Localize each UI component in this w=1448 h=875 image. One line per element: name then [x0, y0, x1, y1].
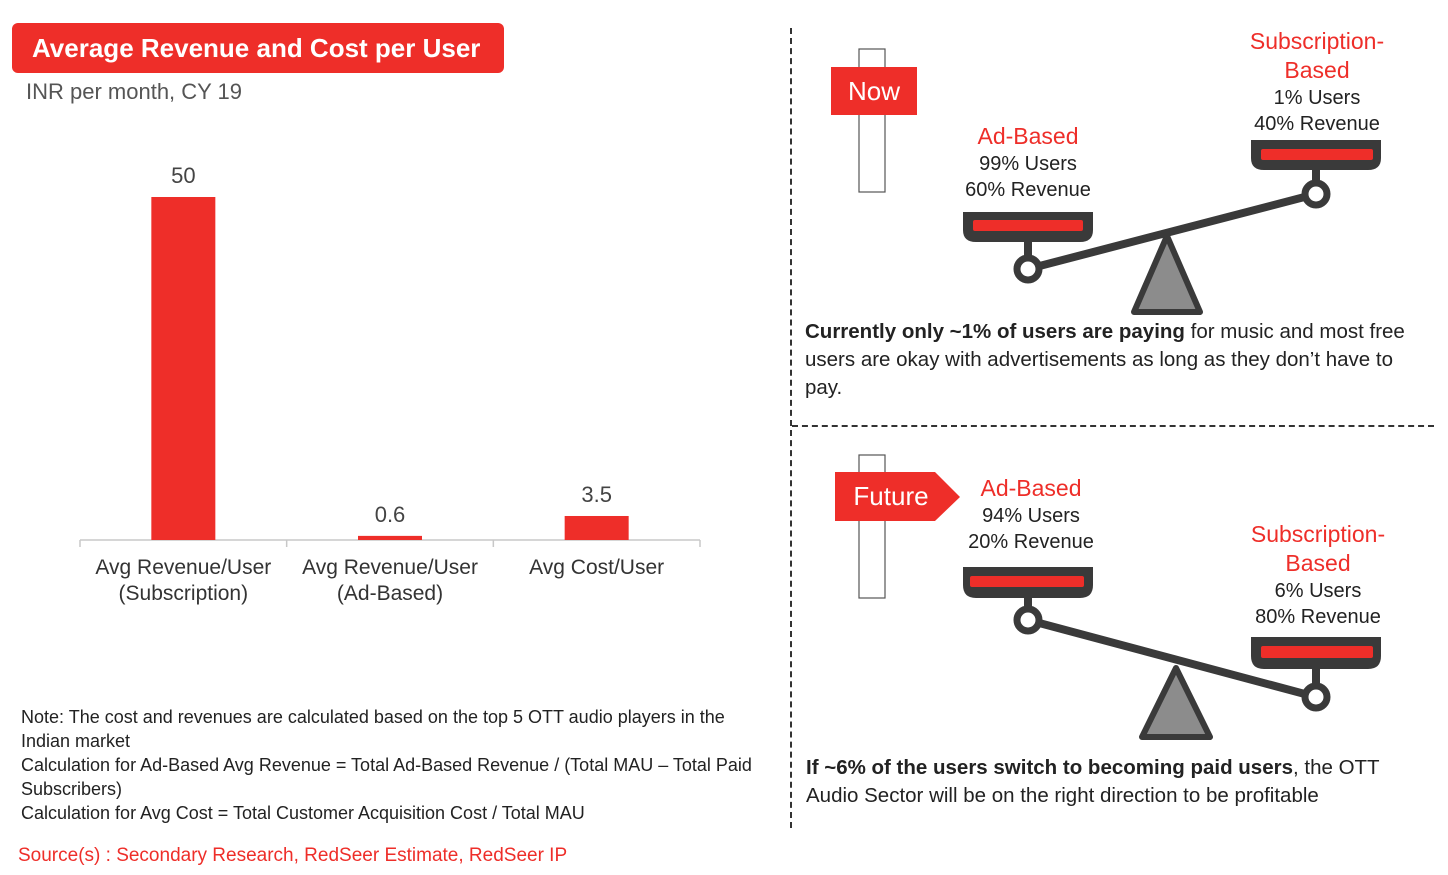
- future-caption-rest: , the OTT Audio Sector will be on the ri…: [806, 756, 1380, 807]
- category-label: Avg Cost/User: [529, 556, 664, 579]
- future-ad-title: Ad-Based: [980, 475, 1082, 501]
- now-ad-title: Ad-Based: [977, 123, 1079, 149]
- now-sub-users: 1% Users: [1273, 87, 1361, 109]
- future-left-pivot: [1013, 605, 1043, 635]
- now-caption-rest: for music and most free users are okay w…: [805, 320, 1405, 399]
- data-label: 0.6: [375, 502, 406, 527]
- future-caption: If ~6% of the users switch to becoming p…: [806, 754, 1426, 810]
- chart-subtitle: INR per month, CY 19: [26, 79, 243, 104]
- bar: [564, 515, 629, 540]
- now-ad-revenue: 60% Revenue: [965, 179, 1091, 201]
- horizontal-divider: [792, 425, 1434, 427]
- future-sub-revenue: 80% Revenue: [1255, 606, 1381, 628]
- now-ad-users: 99% Users: [979, 153, 1077, 175]
- now-ad-based-group: Ad-Based 99% Users 60% Revenue: [928, 122, 1128, 203]
- now-caption-bold: Currently only ~1% of users are paying: [805, 320, 1185, 343]
- future-left-pan-fill: [970, 576, 1084, 587]
- bar: [151, 197, 216, 540]
- future-tag: Future: [853, 481, 929, 511]
- category-label: (Ad-Based): [337, 582, 443, 605]
- future-sub-title-line1: Subscription-: [1250, 521, 1386, 547]
- now-left-pan-fill: [973, 220, 1083, 231]
- future-sub-users: 6% Users: [1274, 580, 1362, 602]
- now-sub-revenue: 40% Revenue: [1254, 113, 1380, 135]
- now-sub-title-line2: Based: [1284, 57, 1350, 83]
- future-sub-title-line2: Based: [1285, 550, 1351, 576]
- note-line-1: Note: The cost and revenues are calculat…: [21, 707, 725, 751]
- now-caption: Currently only ~1% of users are paying f…: [805, 318, 1425, 402]
- category-label: (Subscription): [119, 582, 249, 605]
- category-label: Avg Revenue/User: [95, 556, 271, 579]
- future-subscription-group: Subscription- Based 6% Users 80% Revenue: [1218, 520, 1418, 630]
- now-right-pan-fill: [1261, 149, 1373, 160]
- future-ad-revenue: 20% Revenue: [968, 531, 1094, 553]
- future-ad-based-group: Ad-Based 94% Users 20% Revenue: [931, 474, 1131, 555]
- now-tag: Now: [847, 76, 900, 106]
- future-fulcrum: [1139, 665, 1213, 740]
- future-flag: [835, 472, 960, 521]
- notes-block: Note: The cost and revenues are calculat…: [21, 705, 761, 825]
- bar: [358, 535, 422, 540]
- now-sub-title-line1: Subscription-: [1249, 28, 1385, 54]
- now-beam: [1024, 190, 1320, 273]
- vertical-divider: [790, 28, 792, 828]
- category-label: Avg Revenue/User: [302, 556, 478, 579]
- note-line-2: Calculation for Ad-Based Avg Revenue = T…: [21, 755, 752, 799]
- source-text: Source(s) : Secondary Research, RedSeer …: [18, 845, 568, 866]
- note-line-3: Calculation for Avg Cost = Total Custome…: [21, 803, 585, 823]
- chart-title: Average Revenue and Cost per User: [12, 23, 504, 73]
- data-label: 3.5: [581, 482, 612, 507]
- data-label: 50: [171, 163, 195, 188]
- now-fulcrum: [1131, 233, 1203, 315]
- future-ad-users: 94% Users: [982, 505, 1080, 527]
- now-right-pivot: [1301, 179, 1331, 209]
- future-beam: [1024, 616, 1320, 701]
- future-caption-bold: If ~6% of the users switch to becoming p…: [806, 756, 1293, 779]
- future-right-pan-fill: [1261, 646, 1373, 658]
- now-left-pivot: [1013, 254, 1043, 284]
- future-right-pivot: [1301, 682, 1331, 712]
- now-subscription-group: Subscription- Based 1% Users 40% Revenue: [1217, 27, 1417, 137]
- now-flag: [831, 67, 917, 115]
